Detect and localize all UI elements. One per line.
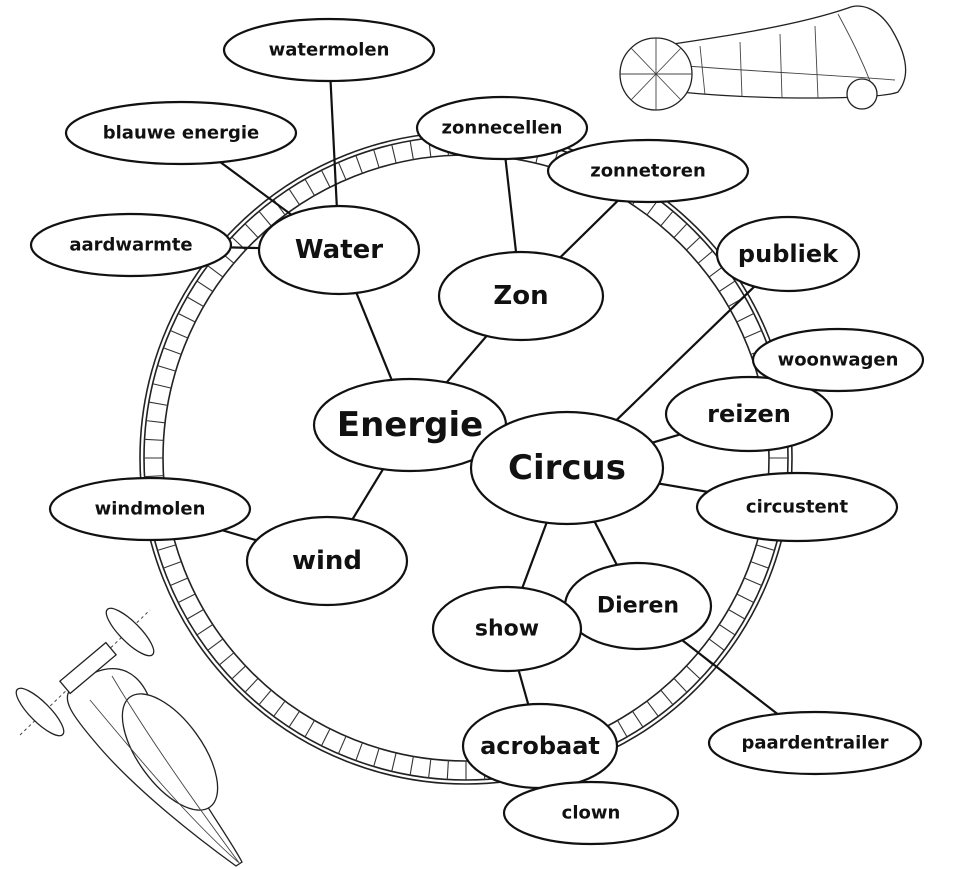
node-ellipse: [707, 710, 923, 776]
node-circus: Circus: [469, 410, 665, 526]
node-label: windmolen: [95, 499, 206, 520]
node-label: watermolen: [269, 40, 390, 61]
node-ellipse: [546, 138, 750, 204]
node-acrobaat: acrobaat: [461, 702, 619, 790]
node-zonnecellen: zonnecellen: [415, 95, 589, 161]
node-ellipse: [64, 100, 298, 166]
node-label: show: [475, 617, 539, 642]
node-ellipse: [664, 375, 834, 453]
node-ellipse: [29, 212, 233, 278]
node-woonwagen: woonwagen: [751, 327, 925, 393]
node-publiek: publiek: [715, 215, 861, 293]
node-energie: Energie: [312, 377, 508, 473]
node-label: Zon: [493, 281, 548, 311]
node-paardentrailer: paardentrailer: [707, 710, 923, 776]
node-label: publiek: [738, 240, 839, 268]
node-ellipse: [469, 410, 665, 526]
node-blauwe-energie: blauwe energie: [64, 100, 298, 166]
node-ellipse: [257, 204, 421, 296]
node-ellipse: [715, 215, 861, 293]
node-label: Energie: [337, 405, 483, 445]
node-wind: wind: [245, 515, 409, 607]
node-water: Water: [257, 204, 421, 296]
node-zonnetoren: zonnetoren: [546, 138, 750, 204]
node-ellipse: [437, 250, 605, 342]
node-ellipse: [245, 515, 409, 607]
node-show: show: [431, 585, 583, 673]
node-circustent: circustent: [695, 471, 899, 543]
node-label: paardentrailer: [741, 733, 888, 754]
node-label: blauwe energie: [103, 123, 260, 144]
node-label: aardwarmte: [69, 235, 192, 256]
node-label: Dieren: [597, 594, 679, 619]
node-label: Water: [295, 235, 383, 265]
node-ellipse: [48, 476, 252, 542]
node-watermolen: watermolen: [222, 17, 436, 83]
node-dieren: Dieren: [563, 561, 713, 651]
node-label: acrobaat: [480, 732, 600, 760]
node-ellipse: [502, 780, 680, 846]
node-ellipse: [751, 327, 925, 393]
node-ellipse: [695, 471, 899, 543]
node-label: woonwagen: [778, 350, 899, 371]
solar-car-icon: [15, 607, 243, 867]
node-label: circustent: [746, 497, 849, 518]
node-ellipse: [222, 17, 436, 83]
node-ellipse: [431, 585, 583, 673]
velomobile-icon: [619, 5, 907, 111]
node-label: wind: [292, 546, 362, 576]
node-label: clown: [562, 803, 621, 824]
node-label: Circus: [508, 448, 626, 488]
node-clown: clown: [502, 780, 680, 846]
node-aardwarmte: aardwarmte: [29, 212, 233, 278]
node-label: reizen: [707, 400, 791, 428]
node-windmolen: windmolen: [48, 476, 252, 542]
node-label: zonnecellen: [442, 118, 563, 139]
node-zon: Zon: [437, 250, 605, 342]
node-reizen: reizen: [664, 375, 834, 453]
node-ellipse: [415, 95, 589, 161]
node-label: zonnetoren: [590, 161, 706, 182]
